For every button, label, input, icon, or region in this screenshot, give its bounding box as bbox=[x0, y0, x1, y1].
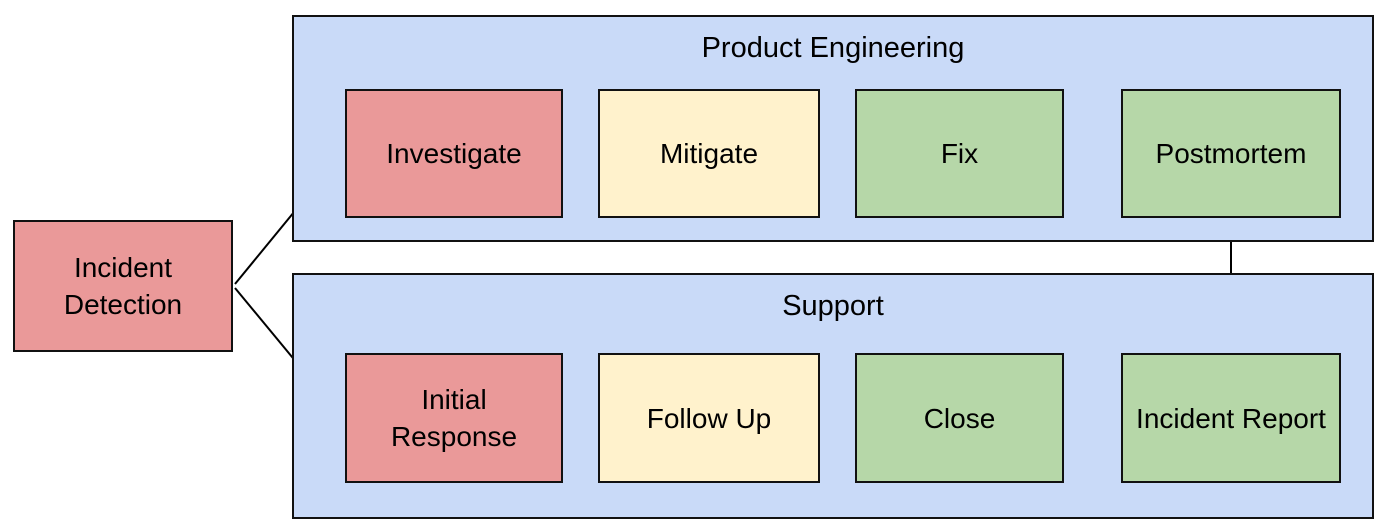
node-postmortem-label: Postmortem bbox=[1155, 138, 1307, 169]
node-fix-label: Fix bbox=[940, 138, 979, 169]
node-close-label: Close bbox=[923, 402, 996, 434]
node-initial-response: Initial Response bbox=[345, 353, 563, 483]
node-incident-detection: Incident Detection bbox=[13, 220, 233, 352]
node-mitigate: Mitigate bbox=[598, 89, 820, 218]
node-follow-up-label: Follow Up bbox=[646, 402, 772, 434]
node-close: Close bbox=[855, 353, 1064, 483]
node-incident-detection-label: Incident Detection bbox=[63, 252, 183, 320]
node-incident-report-label: Incident Report bbox=[1136, 402, 1326, 434]
node-mitigate-label: Mitigate bbox=[659, 138, 759, 169]
node-investigate: Investigate bbox=[345, 89, 563, 218]
node-follow-up: Follow Up bbox=[598, 353, 820, 483]
node-incident-report: Incident Report bbox=[1121, 353, 1341, 483]
node-initial-response-label: Initial Response bbox=[390, 384, 518, 452]
lane-product-engineering-title: Product Engineering bbox=[701, 32, 965, 64]
node-fix: Fix bbox=[855, 89, 1064, 218]
lane-support-title: Support bbox=[782, 290, 884, 322]
node-postmortem: Postmortem bbox=[1121, 89, 1341, 218]
node-investigate-label: Investigate bbox=[386, 138, 522, 169]
